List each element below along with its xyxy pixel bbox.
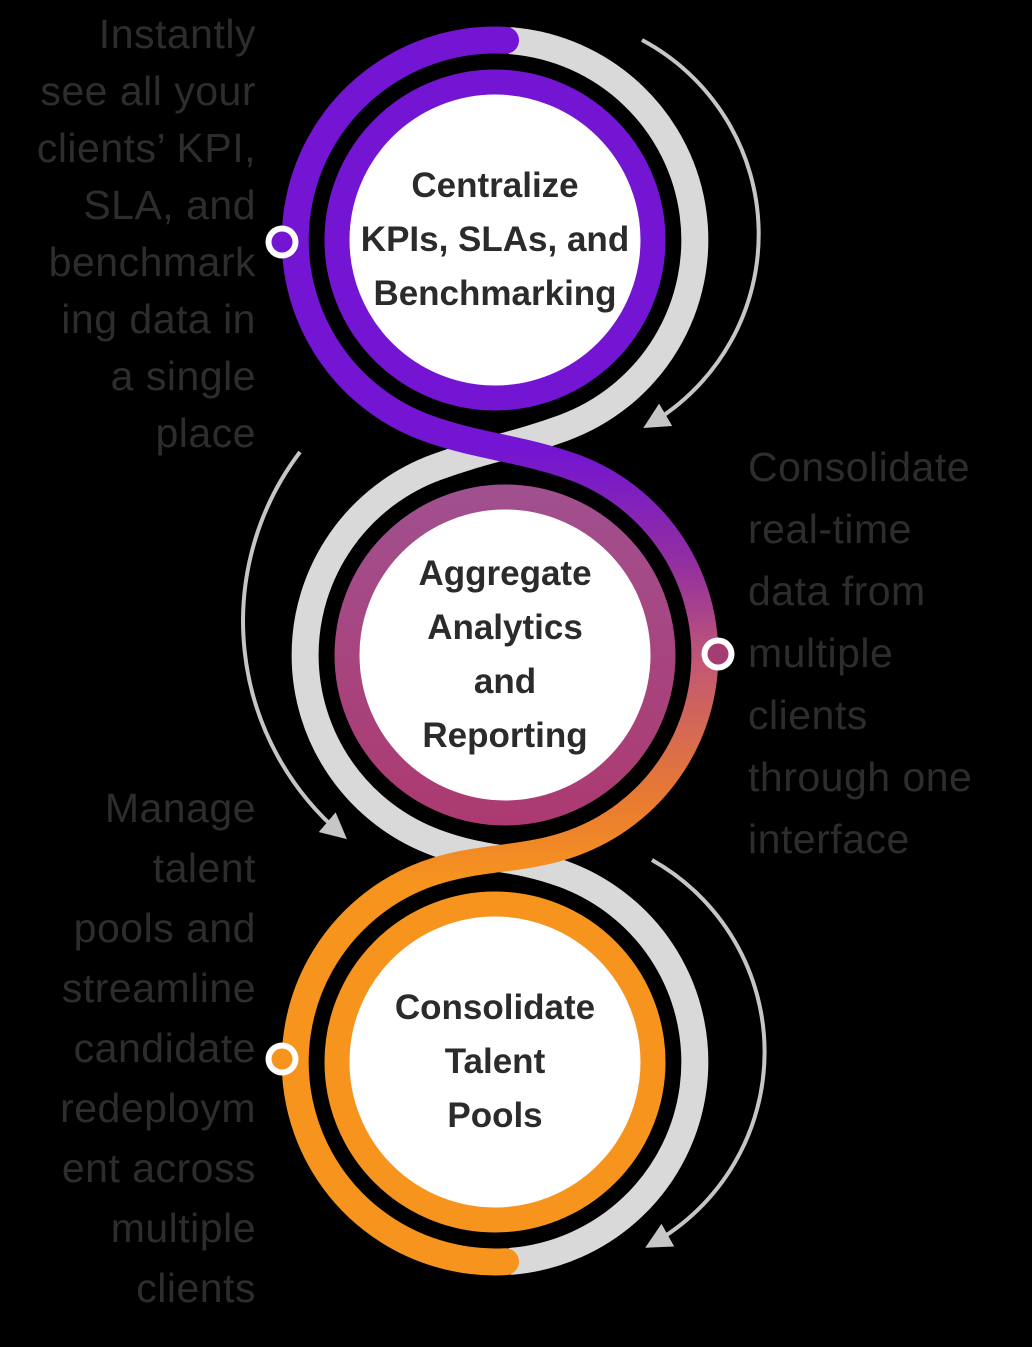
circle-label-centralize: Centralize KPIs, SLAs, and Benchmarking: [360, 166, 630, 313]
ribbon-gray: [291, 27, 709, 1275]
circle-label-consolidate: Consolidate Talent Pools: [394, 988, 596, 1135]
ring-dot-aggregate: [701, 637, 735, 671]
arrow-arc-bottom-right: [645, 858, 767, 1248]
side-text-consolidate: Manage talent pools and streamline candi…: [60, 785, 256, 1311]
ring-dot-centralize: [265, 225, 299, 259]
arrow-arc-middle-left: [241, 450, 347, 840]
ring-dot-consolidate: [265, 1042, 299, 1076]
arrow-arc-top-right: [641, 38, 761, 428]
circle-disc-centralize: [324, 69, 666, 411]
circle-disc-aggregate: [334, 484, 676, 826]
side-text-aggregate: Consolidate real-time data from multiple…: [748, 444, 973, 862]
circle-label-aggregate: Aggregate Analytics and Reporting: [418, 554, 592, 755]
side-text-centralize: Instantly see all your clients’ KPI, SLA…: [36, 11, 256, 456]
circle-disc-consolidate: [324, 891, 666, 1233]
